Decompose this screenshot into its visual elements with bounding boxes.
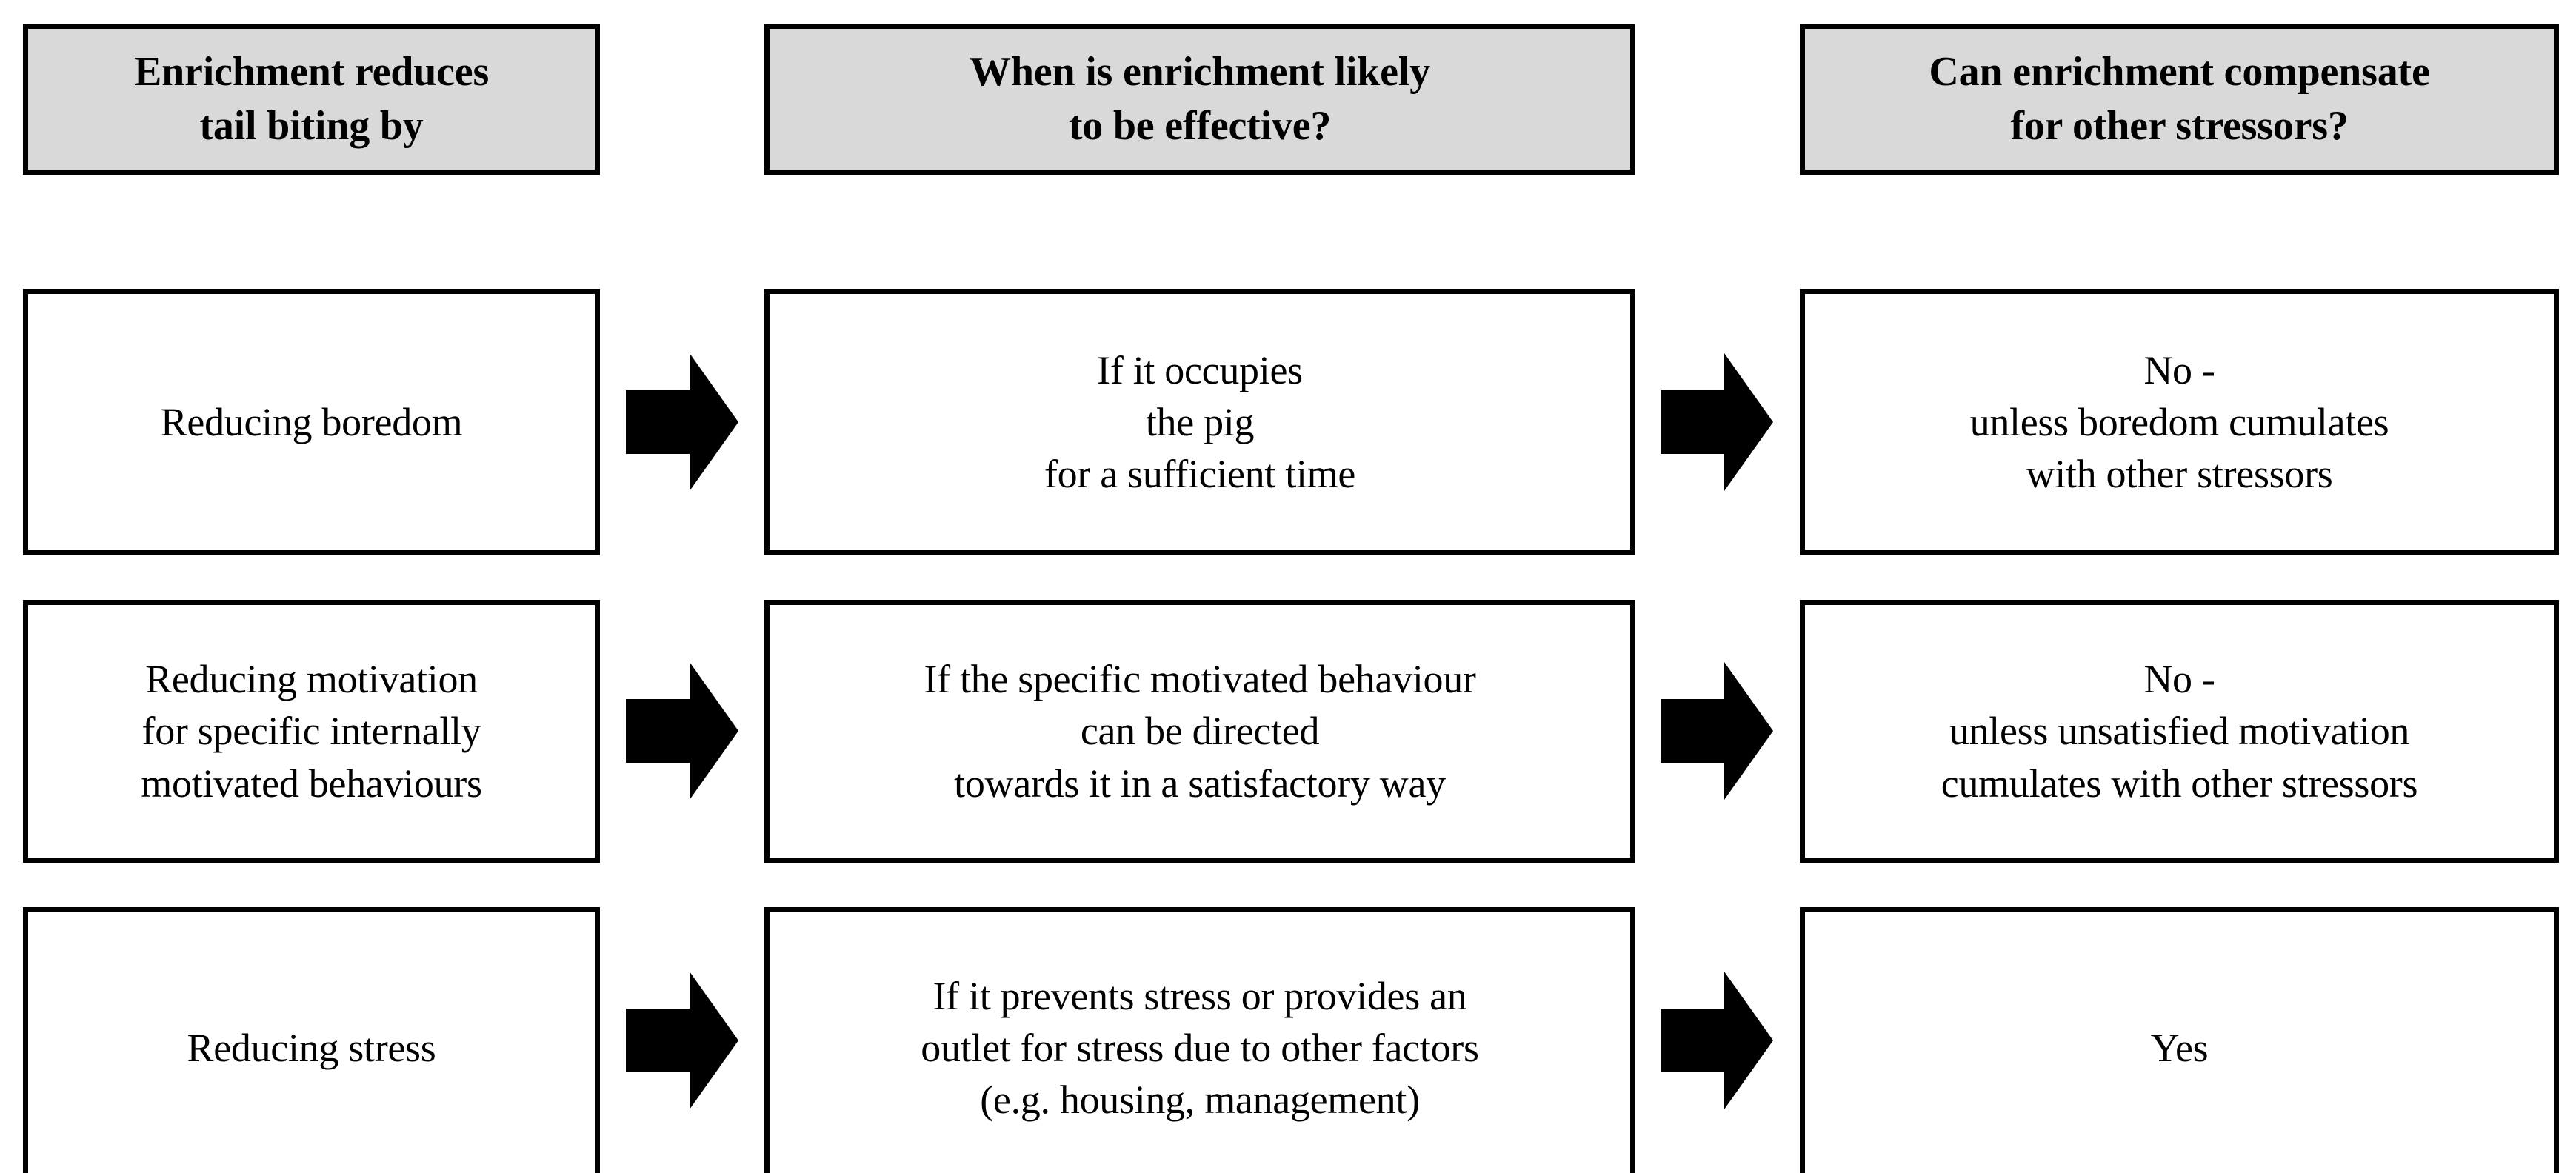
arrow-right-icon-row-2-gap-2 [1661, 662, 1773, 800]
cell-text-condition-row-1: If it occupies the pig for a sufficient … [1044, 347, 1356, 497]
header-box-compensation: Can enrichment compensate for other stre… [1800, 24, 2559, 175]
arrow-right-icon-row-2-gap-1 [626, 662, 738, 800]
cell-text-compensation-row-1: No - unless boredom cumulates with other… [1969, 347, 2389, 497]
arrow-right-icon-row-3-gap-1 [626, 972, 738, 1109]
cell-mechanism-row-1: Reducing boredom [23, 289, 600, 555]
cell-condition-row-3: If it prevents stress or provides an out… [764, 907, 1635, 1173]
cell-text-mechanism-row-3: Reducing stress [187, 1025, 436, 1070]
cell-mechanism-row-2: Reducing motivation for specific interna… [23, 600, 600, 863]
cell-compensation-row-3: Yes [1800, 907, 2559, 1173]
arrow-right-icon-row-3-gap-2 [1661, 972, 1773, 1109]
cell-condition-row-1: If it occupies the pig for a sufficient … [764, 289, 1635, 555]
cell-text-compensation-row-3: Yes [2150, 1025, 2209, 1070]
cell-text-mechanism-row-1: Reducing boredom [160, 399, 463, 444]
cell-compensation-row-2: No - unless unsatisfied motivation cumul… [1800, 600, 2559, 863]
arrow-right-icon-row-1-gap-2 [1661, 353, 1773, 491]
cell-text-compensation-row-2: No - unless unsatisfied motivation cumul… [1941, 657, 2418, 806]
arrow-right-icon-row-1-gap-1 [626, 353, 738, 491]
cell-text-condition-row-2: If the specific motivated behaviour can … [924, 657, 1476, 806]
cell-text-condition-row-3: If it prevents stress or provides an out… [921, 973, 1479, 1123]
cell-compensation-row-1: No - unless boredom cumulates with other… [1800, 289, 2559, 555]
header-box-mechanism: Enrichment reduces tail biting by [23, 24, 600, 175]
cell-text-mechanism-row-2: Reducing motivation for specific interna… [141, 657, 482, 806]
cell-condition-row-2: If the specific motivated behaviour can … [764, 600, 1635, 863]
header-label-mechanism: Enrichment reduces tail biting by [133, 49, 490, 149]
cell-mechanism-row-3: Reducing stress [23, 907, 600, 1173]
header-label-effectiveness: When is enrichment likely to be effectiv… [970, 49, 1430, 149]
header-label-compensation: Can enrichment compensate for other stre… [1929, 49, 2430, 149]
header-box-effectiveness: When is enrichment likely to be effectiv… [764, 24, 1635, 175]
